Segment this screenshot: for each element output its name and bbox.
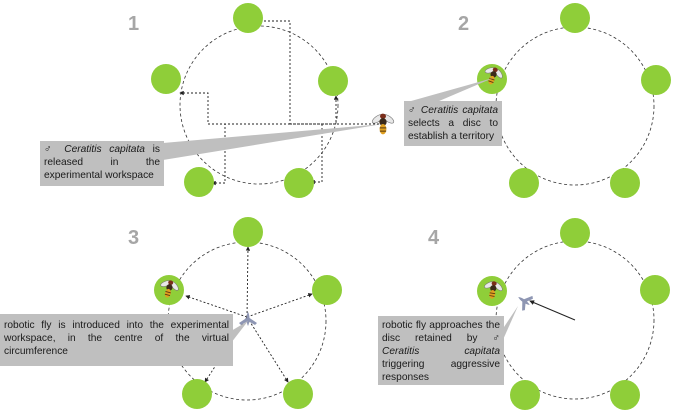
callout-pointer [502, 306, 518, 342]
panel-number-2: 2 [458, 13, 469, 35]
panel-4: 4 [428, 218, 670, 410]
flight-paths [179, 18, 383, 186]
panel-number-1: 1 [128, 13, 139, 35]
callout-pointer [231, 321, 248, 343]
species-name: Ceratitis capitata [64, 144, 145, 155]
callout-1: ♂ Ceratitis capitata is released in the … [40, 141, 164, 186]
disc [283, 379, 313, 409]
disc [641, 65, 671, 95]
disc [560, 3, 590, 33]
disc [610, 168, 640, 198]
disc [560, 218, 590, 248]
panel-3: 3 [128, 217, 342, 409]
disc [284, 168, 314, 198]
disc [312, 275, 342, 305]
disc [509, 168, 539, 198]
disc [510, 380, 540, 410]
male-symbol: ♂ [44, 144, 57, 155]
virtual-circumference [495, 26, 655, 186]
disc [610, 380, 640, 410]
callout-text: triggering aggressive responses [382, 359, 500, 383]
callout-3: robotic fly is introduced into the exper… [0, 314, 233, 366]
male-symbol: ♂ [408, 105, 417, 116]
callout-text: robotic fly approaches the disc retained… [382, 320, 500, 344]
callout-4: robotic fly approaches the disc retained… [378, 316, 504, 385]
approach-arrow [529, 300, 576, 321]
callout-text: is released in the experimental workspac… [44, 144, 161, 181]
disc [318, 66, 348, 96]
disc [640, 275, 670, 305]
disc [182, 379, 212, 409]
callout-text: selects a disc to establish a territory [408, 118, 498, 142]
species-name: Ceratitis capitata [420, 105, 498, 116]
callout-text: robotic fly is introduced into the exper… [4, 320, 229, 357]
virtual-circumference [179, 25, 339, 185]
disc [233, 217, 263, 247]
callout-pointer [163, 124, 383, 160]
disc [184, 167, 214, 197]
species-name: Ceratitis capitata [382, 346, 500, 357]
callout-2: ♂ Ceratitis capitata selects a disc to e… [404, 101, 502, 146]
panel-number-4: 4 [428, 227, 440, 249]
disc [233, 3, 263, 33]
panel-1: 1 [128, 3, 396, 198]
panel-number-3: 3 [128, 227, 139, 249]
male-symbol: ♂ [492, 333, 500, 344]
medfly-icon [370, 112, 396, 136]
robotic-fly-icon [239, 312, 257, 326]
disc [151, 64, 181, 94]
